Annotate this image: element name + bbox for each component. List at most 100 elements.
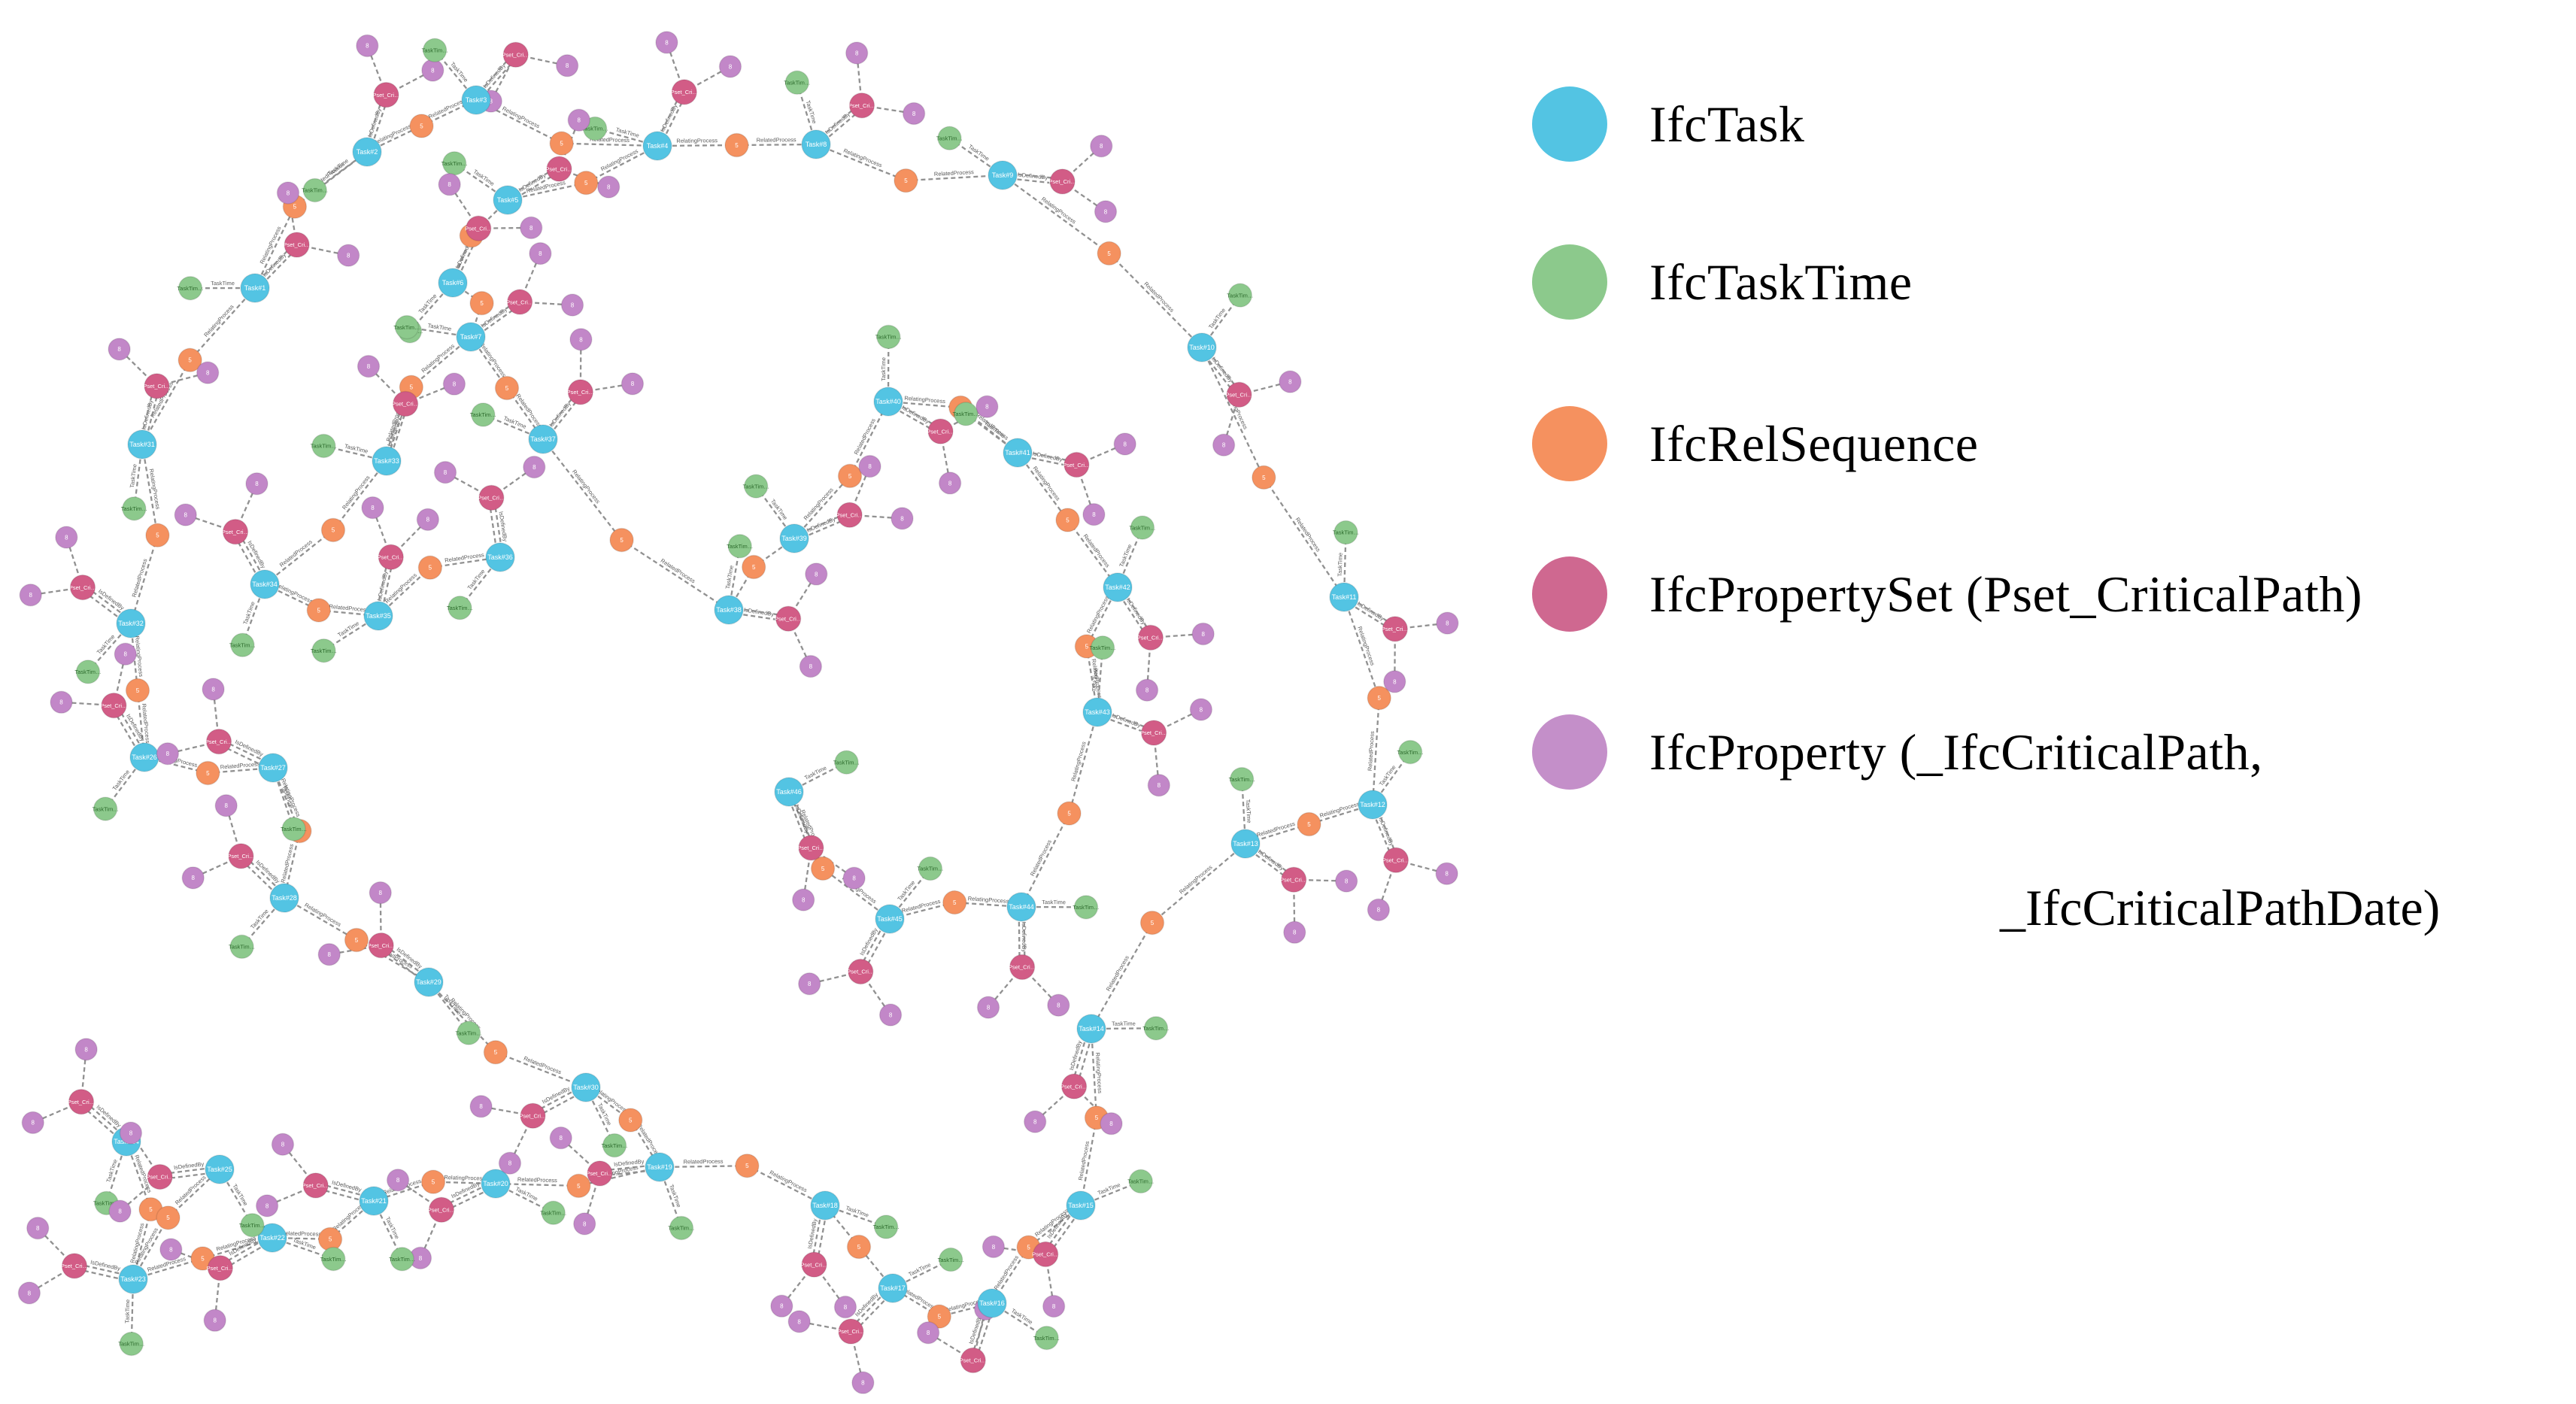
- property-node[interactable]: [159, 1238, 183, 1261]
- task-node[interactable]: [456, 322, 486, 352]
- property-node[interactable]: [19, 584, 42, 607]
- propertyset-node[interactable]: [1032, 1241, 1059, 1268]
- propertyset-node[interactable]: [101, 692, 127, 719]
- tasktime-node[interactable]: [311, 433, 336, 459]
- propertyset-node[interactable]: [838, 1318, 864, 1345]
- property-node[interactable]: [1090, 134, 1113, 158]
- property-node[interactable]: [416, 508, 440, 532]
- property-node[interactable]: [797, 972, 821, 996]
- relsequence-node[interactable]: [320, 517, 346, 543]
- property-node[interactable]: [74, 1038, 98, 1061]
- propertyset-node[interactable]: [567, 379, 594, 405]
- property-node[interactable]: [787, 1310, 811, 1333]
- relsequence-node[interactable]: [735, 1153, 760, 1178]
- relsequence-node[interactable]: [483, 1040, 508, 1065]
- tasktime-node[interactable]: [1090, 635, 1115, 660]
- task-node[interactable]: [1329, 582, 1359, 612]
- property-node[interactable]: [386, 1169, 410, 1192]
- property-node[interactable]: [549, 1126, 572, 1150]
- propertyset-node[interactable]: [502, 41, 529, 68]
- property-node[interactable]: [1100, 1111, 1123, 1136]
- property-node[interactable]: [799, 654, 823, 678]
- property-node[interactable]: [1113, 432, 1136, 456]
- property-node[interactable]: [203, 1308, 226, 1333]
- tasktime-node[interactable]: [669, 1215, 694, 1241]
- propertyset-node[interactable]: [228, 843, 254, 869]
- property-node[interactable]: [916, 1321, 940, 1345]
- relsequence-node[interactable]: [894, 168, 918, 193]
- relsequence-node[interactable]: [549, 131, 574, 156]
- property-node[interactable]: [975, 395, 999, 419]
- task-node[interactable]: [363, 601, 393, 631]
- propertyset-node[interactable]: [1049, 168, 1076, 195]
- tasktime-node[interactable]: [229, 934, 254, 960]
- task-node[interactable]: [116, 608, 146, 638]
- relsequence-node[interactable]: [927, 1304, 952, 1329]
- propertyset-node[interactable]: [836, 502, 863, 528]
- task-node[interactable]: [642, 131, 672, 161]
- task-node[interactable]: [875, 904, 905, 934]
- tasktime-node[interactable]: [727, 534, 752, 559]
- property-node[interactable]: [433, 460, 457, 484]
- tasktime-node[interactable]: [541, 1200, 566, 1226]
- tasktime-node[interactable]: [1034, 1325, 1059, 1351]
- tasktime-node[interactable]: [953, 402, 979, 426]
- task-node[interactable]: [269, 883, 299, 913]
- tasktime-node[interactable]: [1128, 1169, 1154, 1194]
- propertyset-node[interactable]: [144, 373, 170, 399]
- task-node[interactable]: [1076, 1014, 1106, 1044]
- property-node[interactable]: [498, 1151, 522, 1175]
- property-node[interactable]: [21, 1111, 45, 1135]
- propertyset-node[interactable]: [506, 289, 533, 315]
- task-node[interactable]: [1082, 697, 1112, 727]
- task-node[interactable]: [481, 1169, 511, 1199]
- property-node[interactable]: [214, 794, 238, 817]
- tasktime-node[interactable]: [321, 1246, 346, 1272]
- property-node[interactable]: [938, 472, 962, 495]
- task-node[interactable]: [779, 523, 809, 553]
- relsequence-node[interactable]: [344, 927, 369, 953]
- task-node[interactable]: [645, 1152, 675, 1182]
- tasktime-node[interactable]: [1130, 515, 1155, 540]
- tasktime-node[interactable]: [93, 796, 118, 821]
- relsequence-node[interactable]: [810, 856, 836, 881]
- property-node[interactable]: [336, 244, 360, 267]
- relsequence-node[interactable]: [125, 678, 150, 703]
- propertyset-node[interactable]: [587, 1160, 613, 1187]
- tasktime-node[interactable]: [1143, 1016, 1169, 1041]
- task-node[interactable]: [1066, 1190, 1096, 1221]
- tasktime-node[interactable]: [394, 314, 420, 340]
- task-node[interactable]: [438, 268, 468, 298]
- property-node[interactable]: [156, 741, 180, 766]
- propertyset-node[interactable]: [1226, 381, 1252, 408]
- property-node[interactable]: [770, 1294, 793, 1318]
- tasktime-node[interactable]: [602, 1133, 627, 1158]
- task-node[interactable]: [118, 1264, 148, 1294]
- property-node[interactable]: [1334, 869, 1358, 893]
- propertyset-node[interactable]: [222, 518, 249, 545]
- propertyset-node[interactable]: [775, 605, 802, 632]
- propertyset-node[interactable]: [392, 390, 419, 417]
- property-node[interactable]: [1436, 611, 1459, 635]
- property-node[interactable]: [369, 881, 393, 905]
- relsequence-node[interactable]: [469, 290, 494, 316]
- property-node[interactable]: [1383, 670, 1406, 693]
- tasktime-node[interactable]: [281, 817, 306, 841]
- tasktime-node[interactable]: [390, 1247, 414, 1272]
- property-node[interactable]: [55, 526, 78, 549]
- relsequence-node[interactable]: [942, 890, 967, 915]
- propertyset-node[interactable]: [478, 484, 505, 511]
- property-node[interactable]: [523, 455, 546, 479]
- property-node[interactable]: [851, 1371, 875, 1394]
- task-node[interactable]: [240, 273, 270, 303]
- propertyset-node[interactable]: [1382, 616, 1409, 642]
- propertyset-node[interactable]: [428, 1196, 455, 1223]
- property-node[interactable]: [1435, 862, 1458, 885]
- property-node[interactable]: [1047, 993, 1070, 1017]
- propertyset-node[interactable]: [671, 79, 698, 105]
- tasktime-node[interactable]: [230, 632, 255, 658]
- task-node[interactable]: [1103, 572, 1133, 602]
- propertyset-node[interactable]: [848, 958, 874, 985]
- relsequence-node[interactable]: [566, 1173, 591, 1199]
- propertyset-node[interactable]: [1137, 624, 1164, 651]
